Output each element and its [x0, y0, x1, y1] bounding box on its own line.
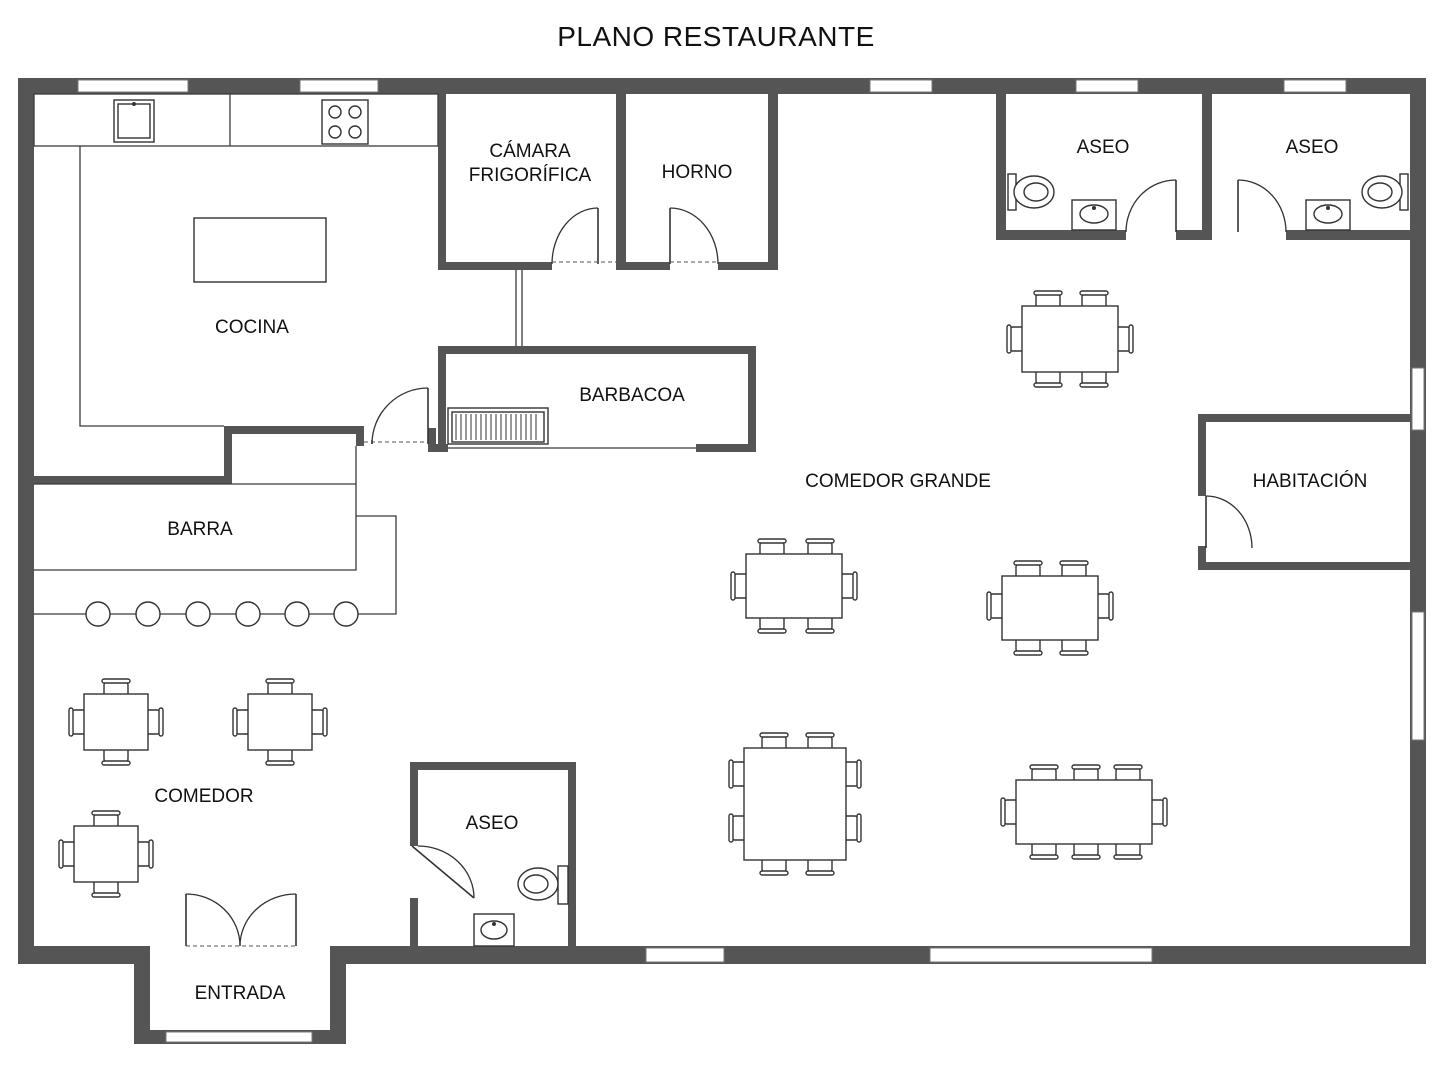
room-label-aseo-top-left: ASEO — [1077, 137, 1130, 158]
table-top — [247, 693, 313, 751]
kitchen — [33, 93, 439, 445]
aseo-top-right-fixtures — [1237, 173, 1409, 233]
toilet-icon — [1361, 173, 1409, 211]
dining-table — [1006, 290, 1134, 388]
aseo-top-right-door — [1237, 179, 1287, 233]
room-label-comedor: COMEDOR — [154, 786, 253, 807]
aseo-top-left-door — [1125, 179, 1177, 233]
table-top — [1021, 305, 1119, 373]
washbasin-icon — [1071, 199, 1117, 231]
room-label-horno: HORNO — [662, 162, 733, 183]
room-label-aseo-top-right: ASEO — [1286, 137, 1339, 158]
room-label-barbacoa: BARBACOA — [579, 385, 685, 406]
table-top — [1001, 575, 1099, 641]
room-label-barra: BARRA — [167, 519, 233, 540]
dining-table — [58, 810, 154, 898]
toilet-icon — [517, 865, 569, 905]
stove-icon — [321, 99, 369, 145]
interior-walls — [34, 94, 1410, 946]
room-label-cocina: COCINA — [215, 317, 289, 338]
aseo-top-left-fixtures — [1007, 173, 1177, 233]
table-top — [743, 747, 847, 861]
aseo-bottom-door — [411, 845, 475, 899]
table-top — [745, 553, 843, 619]
kitchen-island — [193, 217, 327, 283]
plan-title: PLANO RESTAURANTE — [557, 21, 875, 52]
dining-table — [986, 560, 1114, 656]
room-label-aseo-bottom: ASEO — [466, 813, 519, 834]
washbasin-icon — [473, 913, 515, 947]
grill-icon — [447, 407, 549, 445]
room-label-camara-2: FRIGORÍFICA — [469, 165, 592, 186]
washbasin-icon — [1305, 199, 1351, 231]
windows — [77, 79, 1425, 1043]
dining-table — [68, 678, 164, 766]
room-label-entrada: ENTRADA — [195, 983, 286, 1004]
table-top — [83, 693, 149, 751]
room-label-comedor-grande: COMEDOR GRANDE — [805, 471, 991, 492]
dining-table — [1000, 764, 1168, 860]
dining-table — [728, 732, 862, 876]
aseo-bottom-fixtures — [411, 845, 569, 947]
camara-door — [551, 207, 616, 265]
room-label-camara-1: CÁMARA — [489, 141, 571, 162]
toilet-icon — [1007, 173, 1055, 211]
bar-counter — [34, 446, 397, 615]
bar-stools — [85, 601, 359, 627]
bar-stool-icon — [135, 601, 161, 627]
dining-tables — [58, 290, 1168, 898]
bar-stool-icon — [185, 601, 211, 627]
horno-door — [669, 207, 719, 265]
table-top — [1015, 779, 1153, 845]
habitacion-door — [1205, 495, 1253, 549]
dining-table — [232, 678, 328, 766]
bar-stool-icon — [284, 601, 310, 627]
entrance-door[interactable] — [185, 893, 297, 947]
dining-table — [730, 538, 858, 634]
bar-stool-icon — [85, 601, 111, 627]
kitchen-door — [364, 387, 429, 445]
bar-stool-icon — [333, 601, 359, 627]
chair-icon — [232, 707, 254, 737]
table-top — [73, 825, 139, 883]
room-label-habitacion: HABITACIÓN — [1253, 470, 1368, 492]
bar-stool-icon — [235, 601, 261, 627]
sink-icon — [113, 99, 155, 143]
